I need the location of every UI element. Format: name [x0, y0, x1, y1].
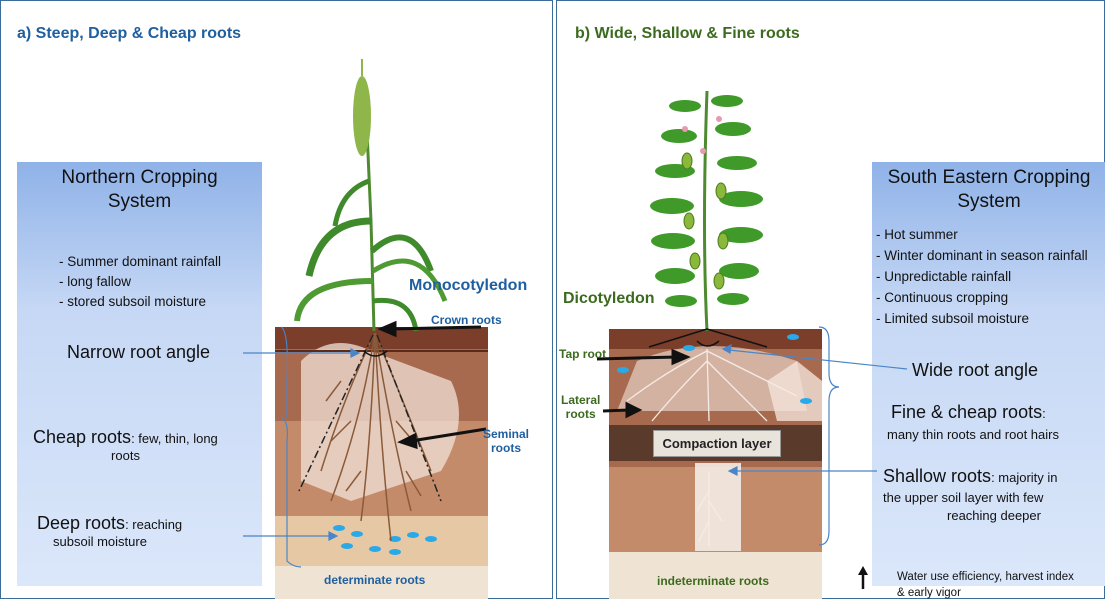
shallow-roots-desc2: the upper soil layer with few: [883, 490, 1105, 505]
cheap-roots-desc: : few, thin, long: [131, 431, 218, 446]
crown-roots-label: Crown roots: [431, 313, 502, 327]
deep-roots-label: Deep roots: reaching subsoil moisture: [37, 513, 257, 549]
panel-b: b) Wide, Shallow & Fine roots South East…: [556, 0, 1105, 599]
fine-roots-label: Fine & cheap roots: many thin roots and …: [891, 402, 1059, 442]
panel-a: a) Steep, Deep & Cheap roots Northern Cr…: [0, 0, 553, 599]
lateral-line2: roots: [561, 407, 600, 421]
fine-roots-colon: :: [1042, 406, 1046, 421]
compaction-layer-label: Compaction layer: [653, 430, 781, 457]
fine-roots-desc: many thin roots and root hairs: [887, 427, 1059, 442]
monocotyledon-label: Monocotyledon: [409, 277, 527, 295]
wide-root-angle-label: Wide root angle: [912, 360, 1038, 381]
indeterminate-roots-label: indeterminate roots: [657, 574, 769, 588]
shallow-roots-desc1: : majority in: [991, 470, 1057, 485]
wheat-illustration: [1, 1, 554, 600]
deep-roots-title: Deep roots: [37, 513, 125, 533]
shallow-roots-desc3: reaching deeper: [883, 508, 1105, 523]
wue-label: Water use efficiency, harvest index & ea…: [875, 569, 1105, 601]
lateral-roots-label: Lateral roots: [561, 393, 600, 421]
shallow-roots-title: Shallow roots: [883, 466, 991, 486]
up-arrow-icon: [858, 566, 868, 575]
chickpea-plant: [650, 91, 763, 331]
tap-root-label: Tap root: [559, 347, 606, 361]
deep-roots-desc: : reaching: [125, 517, 182, 532]
cheap-roots-label: Cheap roots: few, thin, long roots: [33, 427, 273, 463]
seminal-roots-label: Seminal roots: [483, 427, 529, 455]
fine-roots-title: Fine & cheap roots: [891, 402, 1042, 422]
seminal-line1: Seminal: [483, 427, 529, 441]
dicotyledon-label: Dicotyledon: [563, 290, 655, 308]
narrow-root-angle-label: Narrow root angle: [67, 342, 210, 363]
deep-roots-desc2: subsoil moisture: [37, 534, 257, 549]
wue-line1: Water use efficiency, harvest index: [875, 569, 1105, 585]
determinate-roots-label: determinate roots: [324, 573, 425, 587]
wue-line2: & early vigor: [875, 585, 1105, 601]
cheap-roots-title: Cheap roots: [33, 427, 131, 447]
seminal-line2: roots: [483, 441, 529, 455]
lateral-line1: Lateral: [561, 393, 600, 407]
cheap-roots-desc2: roots: [33, 448, 273, 463]
shallow-roots-label: Shallow roots: majority in the upper soi…: [883, 466, 1105, 523]
